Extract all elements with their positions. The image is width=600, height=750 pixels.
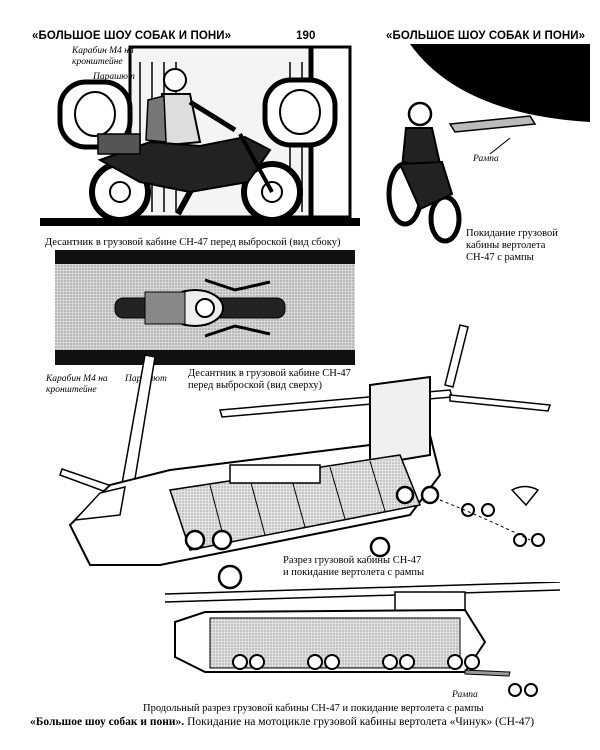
label-carbine-top-1: Карабин М4 на: [46, 374, 108, 384]
figure-ramp-exit: [386, 44, 590, 244]
caption-top-view-2: перед выброской (вид сверху): [188, 380, 322, 391]
figure-main-caption-title: «Большое шоу собак и пони».: [30, 716, 185, 728]
figure-main-caption: «Большое шоу собак и пони». Покидание на…: [30, 716, 534, 728]
figure-longitudinal-section: [165, 582, 560, 697]
figure-helicopter-cutaway: [59, 324, 552, 590]
page-number: 190: [296, 30, 316, 42]
label-carbine-top-2: кронштейне: [46, 385, 97, 395]
caption-side-view: Десантник в грузовой кабине СН-47 перед …: [45, 237, 341, 248]
running-header-left: «БОЛЬШОЕ ШОУ СОБАК И ПОНИ»: [32, 30, 232, 42]
label-ramp-exit: Рампа: [473, 154, 499, 164]
label-ramp-longitudinal: Рампа: [452, 690, 478, 700]
figure-main-caption-text: Покидание на мотоцикле грузовой кабины в…: [184, 716, 535, 728]
figure-side-view: [40, 44, 360, 230]
caption-ramp-1: Покидание грузовой: [466, 228, 558, 239]
caption-longitudinal: Продольный разрез грузовой кабины СН-47 …: [143, 703, 484, 714]
caption-ramp-2: кабины вертолета: [466, 240, 546, 251]
caption-ramp-3: СН-47 с рампы: [466, 252, 534, 263]
figure-top-view: [55, 250, 355, 365]
running-header-right: «БОЛЬШОЕ ШОУ СОБАК И ПОНИ»: [386, 30, 586, 42]
label-parachute-side: Парашют: [93, 72, 135, 82]
label-carbine-side-2: кронштейне: [72, 57, 123, 67]
caption-cutaway-2: и покидание вертолета с рампы: [283, 567, 425, 578]
caption-cutaway-1: Разрез грузовой кабины СН-47: [283, 555, 422, 566]
caption-top-view-1: Десантник в грузовой кабине СН-47: [188, 368, 351, 379]
label-carbine-side-1: Карабин М4 на: [72, 46, 134, 56]
